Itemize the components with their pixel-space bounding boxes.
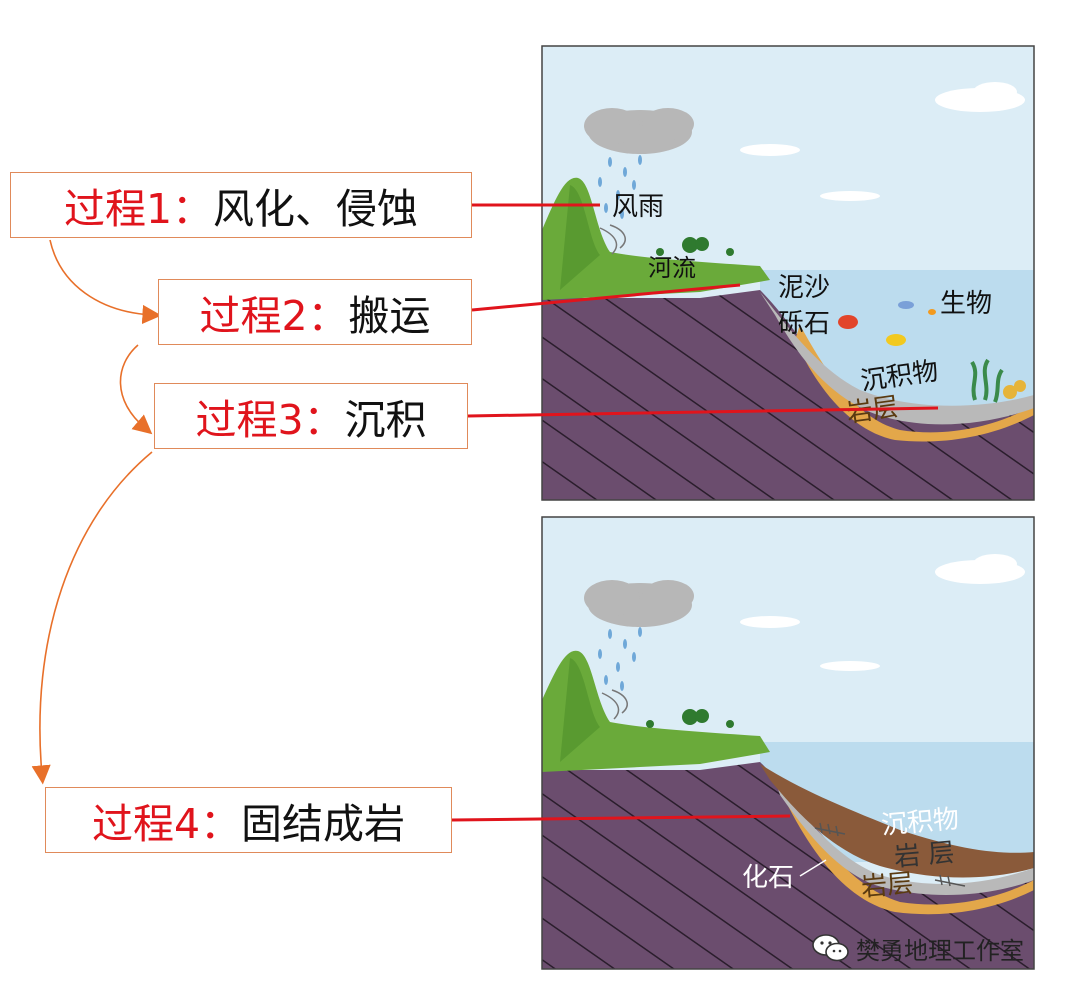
connector-lines xyxy=(451,203,939,822)
process-3-text: 沉积 xyxy=(344,396,427,444)
label-rock-layer-1: 岩 层 xyxy=(893,838,956,873)
process-1-prefix: 过程1： xyxy=(63,185,214,233)
label-fossil: 化石 xyxy=(742,863,794,893)
process-4-text: 固结成岩 xyxy=(241,800,406,848)
watermark: 樊勇地理工作室 xyxy=(812,928,1024,968)
label-sediment-bottom: 沉积物 xyxy=(880,804,960,841)
cloud-icon xyxy=(584,580,694,627)
process-1-box: 过程1：风化、侵蚀 xyxy=(10,172,472,238)
bottom-panel: 沉积物 岩 层 岩层 化石 xyxy=(542,517,1034,969)
wechat-icon xyxy=(812,934,849,962)
label-mud-sand: 泥沙 xyxy=(778,273,830,303)
rain-icon xyxy=(598,627,642,691)
seaweed-icon xyxy=(970,358,1004,403)
process-4-prefix: 过程4： xyxy=(91,800,242,848)
label-organisms: 生物 xyxy=(940,289,992,319)
label-rock-layer-2: 岩层 xyxy=(860,869,914,903)
process-1-text: 风化、侵蚀 xyxy=(213,185,419,233)
label-wind-rain: 风雨 xyxy=(612,192,664,222)
process-2-box: 过程2：搬运 xyxy=(158,279,472,345)
process-4-box: 过程4：固结成岩 xyxy=(45,787,452,853)
rain-icon xyxy=(598,155,642,219)
fish-icon xyxy=(838,301,936,346)
label-gravel: 砾石 xyxy=(778,309,830,339)
fossil-icon xyxy=(814,822,966,887)
label-river: 河流 xyxy=(648,254,696,282)
process-3-prefix: 过程3： xyxy=(195,396,345,444)
process-2-prefix: 过程2： xyxy=(199,292,349,340)
top-panel: 风雨 河流 泥沙 砾石 生物 沉积物 岩层 xyxy=(542,46,1034,500)
flow-arrows xyxy=(31,239,162,785)
process-3-box: 过程3：沉积 xyxy=(154,383,468,449)
watermark-text: 樊勇地理工作室 xyxy=(856,936,1024,965)
cloud-icon xyxy=(584,108,694,154)
process-2-text: 搬运 xyxy=(348,292,431,340)
